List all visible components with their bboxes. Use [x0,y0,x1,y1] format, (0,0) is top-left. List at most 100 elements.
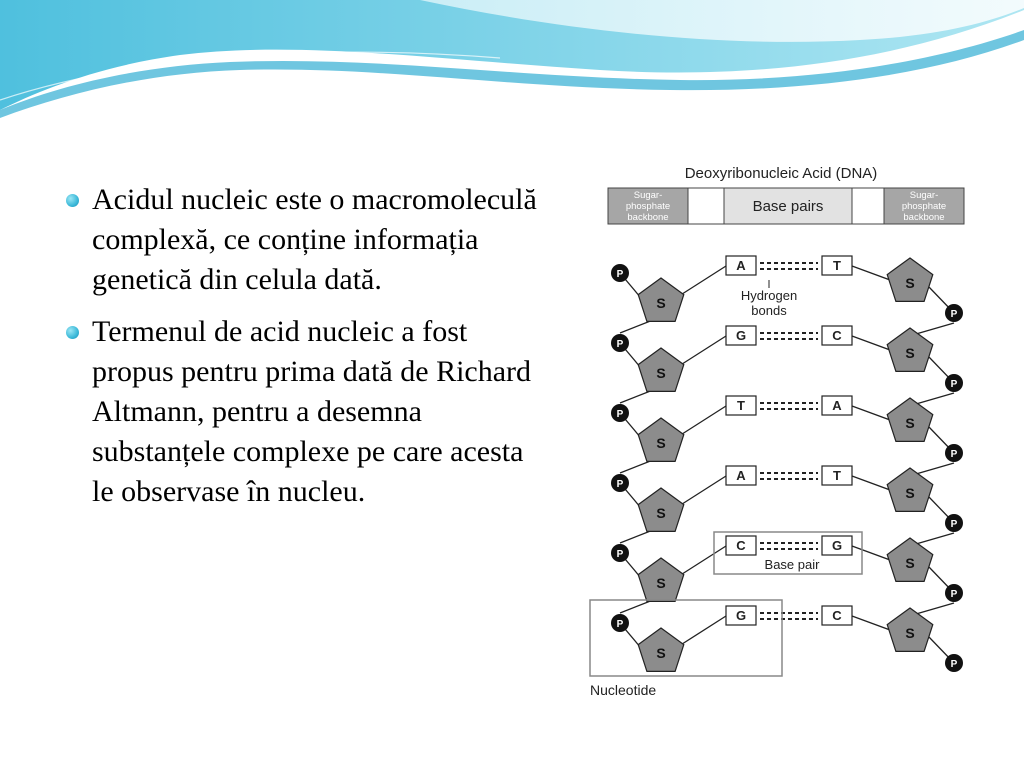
sugar-pentagon-left [637,347,685,392]
sugar-pentagon-right [886,327,934,372]
bullet-text: Termenul de acid nucleic a fost propus p… [92,315,532,508]
header-gap-right [851,187,885,225]
base-box-right [821,465,853,486]
header-base-pairs [723,187,853,225]
base-box-right [821,325,853,346]
header-left-line: backbone [627,212,668,223]
sugar-label-right: S [905,485,914,501]
sugar-pentagon-right [886,537,934,582]
phosphate-label-right: P [951,379,958,390]
base-box-left [725,395,757,416]
phosphate-circle-left [611,614,629,632]
sugar-base-link-left [678,265,727,297]
backbone-link-down-right [915,322,955,335]
sugar-base-link-left [678,545,727,577]
base-box-right [821,255,853,276]
backbone-link-down-left [619,459,654,474]
header-right-line: phosphate [902,201,946,212]
base-letter-left: G [736,328,746,343]
phosphate-label-right: P [951,449,958,460]
sugar-label-left: S [656,435,665,451]
base-box-left [725,325,757,346]
phosphate-circle-right [945,304,963,322]
sugar-base-link-right [851,545,891,561]
sugar-base-link-right [851,475,891,491]
phosphate-circle-right [945,584,963,602]
phosphate-circle-right [945,654,963,672]
backbone-link-down-left [619,599,654,614]
header-backbone-left [607,187,689,225]
phosphate-circle-right [945,514,963,532]
nucleotide-label: Nucleotide [590,682,656,698]
sugar-label-left: S [656,295,665,311]
sugar-pentagon-left [637,417,685,462]
hydrogen-bonds-label: bonds [751,303,787,318]
phosphate-circle-left [611,404,629,422]
backbone-link-down-left [619,319,654,334]
backbone-link-down-left [619,529,654,544]
sugar-base-link-right [851,265,891,281]
base-letter-left: C [736,538,746,553]
base-letter-left: G [736,608,746,623]
base-box-left [725,535,757,556]
phosphate-label-left: P [617,269,624,280]
bullet-list: Acidul nucleic este o macromoleculă comp… [62,180,542,524]
bullet-item: Acidul nucleic este o macromoleculă comp… [62,180,542,300]
sugar-base-link-right [851,615,891,631]
base-box-right [821,535,853,556]
backbone-link-down-right [915,532,955,545]
sugar-label-right: S [905,275,914,291]
sugar-label-right: S [905,415,914,431]
base-letter-left: T [737,398,745,413]
sugar-pentagon-right [886,257,934,302]
sugar-pentagon-left [637,627,685,673]
sugar-label-right: S [905,345,914,361]
backbone-link-down-left [619,389,654,404]
base-letter-left: A [736,258,746,273]
sugar-label-right: S [905,625,914,641]
header-left-line: phosphate [626,201,670,212]
base-box-left [725,465,757,486]
header-backbone-right [883,187,965,225]
sugar-base-link-right [851,335,891,351]
phosphate-circle-left [611,334,629,352]
phosphate-label-left: P [617,549,624,560]
phosphate-label-right: P [951,519,958,530]
diagram-title: Deoxyribonucleic Acid (DNA) [685,165,878,182]
base-letter-right: A [832,398,842,413]
sugar-pentagon-right [886,397,934,442]
dna-diagram: Deoxyribonucleic Acid (DNA) Sugar- phosp… [586,158,966,704]
phosphate-label-left: P [617,619,624,630]
header-wave-decoration [0,0,1024,118]
phosphate-label-left: P [617,479,624,490]
phosphate-label-right: P [951,659,958,670]
phosphate-circle-right [945,444,963,462]
sugar-base-link-left [678,335,727,367]
base-pair-highlight-box [713,531,863,575]
bullet-item: Termenul de acid nucleic a fost propus p… [62,312,542,512]
header-right-line: Sugar- [910,190,939,201]
base-letter-right: C [832,608,842,623]
phosphate-label-right: P [951,309,958,320]
sugar-base-link-left [678,475,727,507]
phosphate-label-left: P [617,339,624,350]
phosphate-label-left: P [617,409,624,420]
header-gap-left [687,187,725,225]
sugar-base-link-right [851,405,891,421]
phosphate-label-right: P [951,589,958,600]
nucleotide-highlight-box [589,599,783,677]
sugar-label-left: S [656,575,665,591]
bullet-dot-icon [66,194,79,207]
sugar-pentagon-left [637,487,685,532]
header-middle-label: Base pairs [753,198,824,215]
header-left-line: Sugar- [634,190,663,201]
header-right-line: backbone [903,212,944,223]
base-box-left [725,255,757,276]
sugar-pentagon-left [637,277,685,322]
base-box-right [821,605,853,626]
sugar-label-left: S [656,365,665,381]
base-box-left [725,605,757,626]
base-letter-left: A [736,468,746,483]
bullet-dot-icon [66,326,79,339]
